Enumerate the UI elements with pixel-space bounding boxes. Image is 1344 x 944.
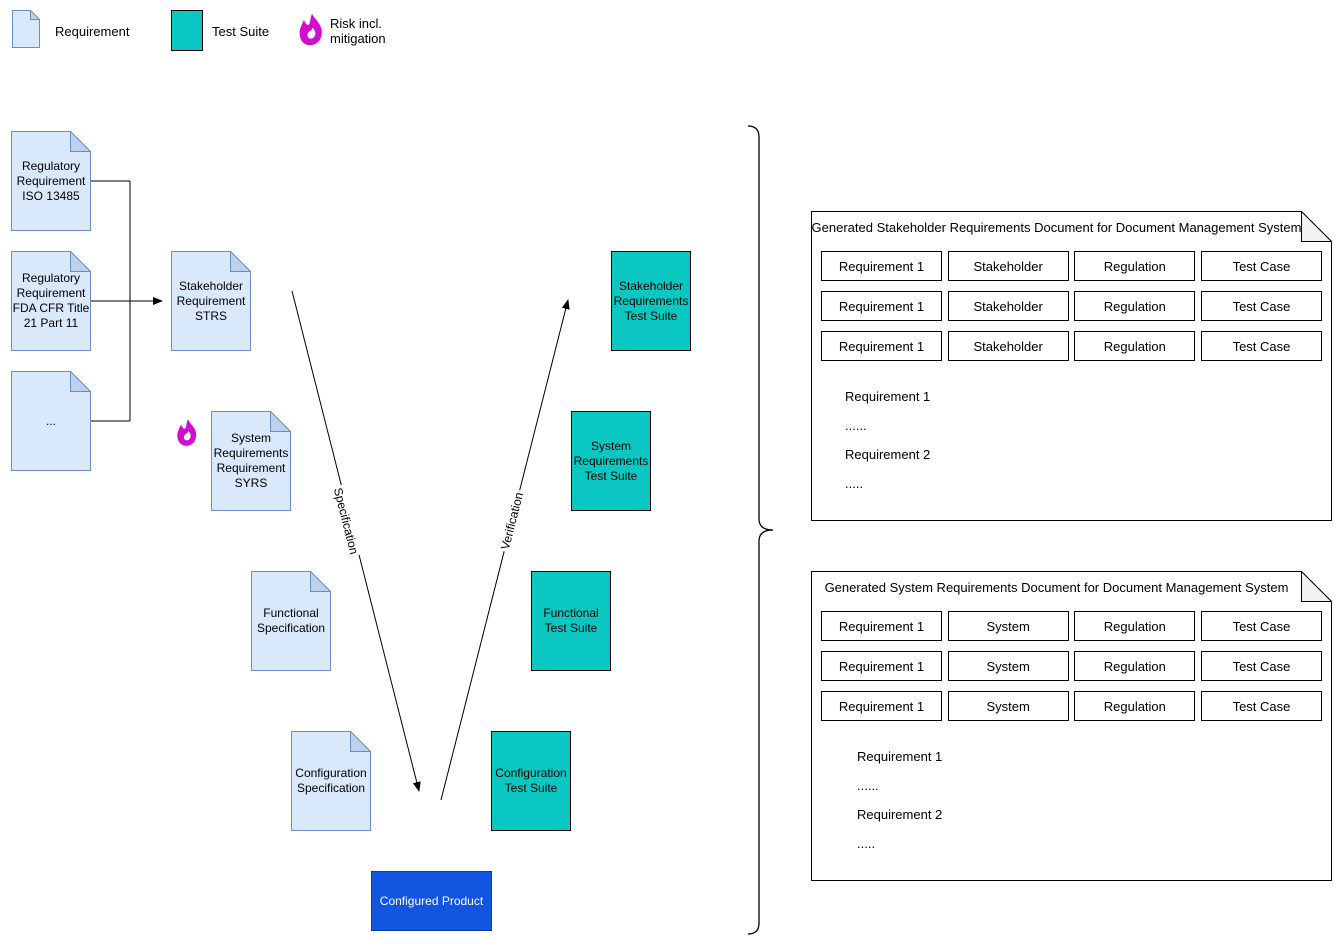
cell-system: System [947, 651, 1069, 681]
cell-test-case: Test Case [1200, 331, 1322, 361]
cell-requirement: Requirement 1 [821, 611, 942, 641]
table-row: Requirement 1 System Regulation Test Cas… [821, 691, 1322, 721]
cell-requirement: Requirement 1 [821, 691, 942, 721]
cell-stakeholder: Stakeholder [947, 291, 1069, 321]
body-line: Requirement 1 [845, 389, 931, 404]
doc-label: Configuration Specification [295, 766, 367, 795]
body-line: ..... [857, 836, 876, 851]
cell-regulation: Regulation [1074, 651, 1196, 681]
testsuite-functional: Functional Test Suite [531, 571, 611, 671]
body-line: ...... [845, 418, 867, 433]
doc-functional-specification: Functional Specification [251, 571, 331, 671]
cell-test-case: Test Case [1200, 651, 1322, 681]
doc-label: Regulatory Requirement ISO 13485 [16, 158, 86, 203]
cell-test-case: Test Case [1200, 291, 1322, 321]
legend-risk-label: Risk incl. mitigation [330, 16, 386, 46]
body-line: ..... [845, 476, 864, 491]
generated-doc-stakeholder: Generated Stakeholder Requirements Docum… [811, 211, 1332, 521]
cell-requirement: Requirement 1 [821, 651, 942, 681]
legend-test-suite-icon [171, 10, 203, 51]
cell-test-case: Test Case [1200, 691, 1322, 721]
doc-label: System Requirements Requirement SYRS [213, 431, 289, 490]
cell-regulation: Regulation [1074, 251, 1196, 281]
cell-regulation: Regulation [1074, 611, 1196, 641]
body-line: Requirement 2 [857, 807, 943, 822]
legend-risk-flame-icon [299, 13, 322, 46]
doc-stakeholder-requirement-strs: Stakeholder Requirement STRS [171, 251, 251, 351]
testsuite-system: System Requirements Test Suite [571, 411, 651, 511]
cell-test-case: Test Case [1200, 611, 1322, 641]
legend-requirement-icon [12, 10, 40, 48]
body-line: ...... [857, 778, 879, 793]
doc-system-requirements-syrs: System Requirements Requirement SYRS [211, 411, 291, 511]
table-row: Requirement 1 Stakeholder Regulation Tes… [821, 331, 1322, 361]
doc-label: ... [45, 413, 56, 428]
cell-test-case: Test Case [1200, 251, 1322, 281]
cell-system: System [947, 611, 1069, 641]
cell-requirement: Requirement 1 [821, 331, 942, 361]
testsuite-configuration: Configuration Test Suite [491, 731, 571, 831]
cell-requirement: Requirement 1 [821, 291, 942, 321]
cell-stakeholder: Stakeholder [947, 331, 1069, 361]
cell-regulation: Regulation [1074, 331, 1196, 361]
cell-system: System [947, 691, 1069, 721]
doc-label: Regulatory Requirement FDA CFR Title 21 … [12, 271, 90, 330]
doc-regulatory-fda: Regulatory Requirement FDA CFR Title 21 … [11, 251, 91, 351]
doc-label: Stakeholder Requirement STRS [176, 278, 246, 323]
risk-flame-icon [177, 419, 197, 446]
box-configured-product: Configured Product [371, 871, 492, 931]
testsuite-stakeholder: Stakeholder Requirements Test Suite [611, 251, 691, 351]
generated-doc-title: Generated System Requirements Document f… [824, 580, 1289, 595]
table-row: Requirement 1 System Regulation Test Cas… [821, 651, 1322, 681]
edge-label-verification: Verification [497, 488, 527, 554]
doc-regulatory-more: ... [11, 371, 91, 471]
curly-brace [747, 125, 774, 935]
generated-doc-title: Generated Stakeholder Requirements Docum… [811, 220, 1302, 235]
doc-configuration-specification: Configuration Specification [291, 731, 371, 831]
cell-stakeholder: Stakeholder [947, 251, 1069, 281]
edge-label-specification: Specification [330, 484, 362, 558]
table-row: Requirement 1 System Regulation Test Cas… [821, 611, 1322, 641]
legend-test-suite-label: Test Suite [212, 24, 270, 39]
cell-requirement: Requirement 1 [821, 251, 942, 281]
doc-label: Functional Specification [256, 606, 326, 635]
table-row: Requirement 1 Stakeholder Regulation Tes… [821, 291, 1322, 321]
cell-regulation: Regulation [1074, 291, 1196, 321]
legend-requirement-label: Requirement [55, 24, 130, 39]
cell-regulation: Regulation [1074, 691, 1196, 721]
table-row: Requirement 1 Stakeholder Regulation Tes… [821, 251, 1322, 281]
body-line: Requirement 1 [857, 749, 943, 764]
doc-regulatory-iso13485: Regulatory Requirement ISO 13485 [11, 131, 91, 231]
generated-doc-system: Generated System Requirements Document f… [811, 571, 1332, 881]
body-line: Requirement 2 [845, 447, 931, 462]
